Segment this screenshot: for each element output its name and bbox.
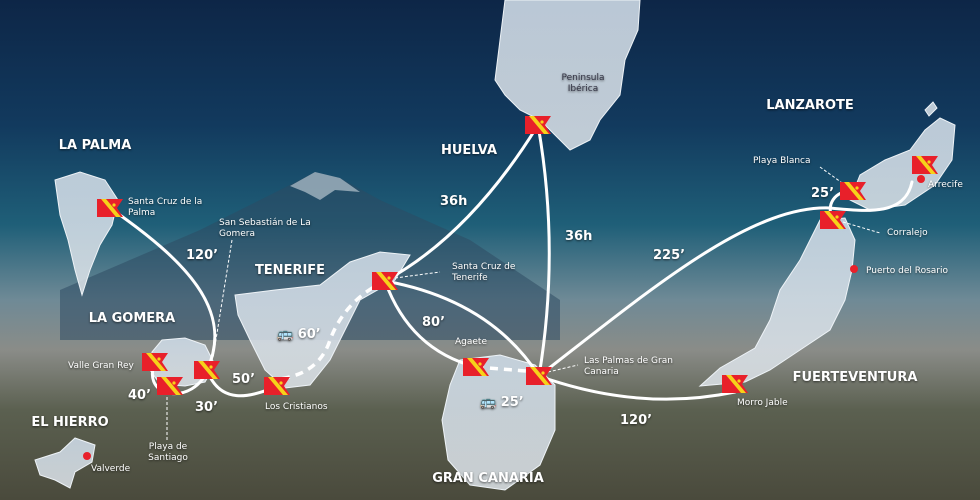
bus-duration: 🚌 25’	[480, 395, 524, 410]
ferry-flag-icon	[722, 375, 748, 393]
lanzarote-island	[849, 117, 956, 211]
bus-icon: 🚌	[480, 395, 497, 410]
city-dot-icon	[850, 265, 858, 273]
duration-label: 120’	[186, 248, 219, 263]
ferry-flag-icon	[526, 367, 552, 385]
island-label: LA GOMERA	[88, 311, 176, 326]
leader-lines	[166, 166, 881, 440]
duration-label: 30’	[195, 400, 219, 415]
island-label: HUELVA	[440, 143, 498, 158]
port-label: Arrecife	[928, 180, 963, 190]
duration-label: 40’	[128, 388, 152, 403]
bus-duration: 🚌 60’	[277, 327, 321, 342]
duration-label: 36h	[565, 229, 593, 244]
route-palma-gomera	[108, 206, 217, 372]
island-label: EL HIERRO	[31, 415, 109, 430]
duration-label: 36h	[440, 194, 468, 209]
island-label: LA PALMA	[58, 138, 132, 153]
duration-label: 25’	[500, 395, 524, 410]
duration-label: 80’	[422, 315, 446, 330]
island-label: TENERIFE	[254, 263, 326, 278]
el-hierro-island	[34, 437, 96, 489]
city-dot-icon	[917, 175, 925, 183]
port-label: Valle Gran Rey	[68, 361, 134, 371]
port-label: Playa de Santiago	[148, 442, 188, 463]
port-label: San Sebastián de La Gomera	[219, 218, 311, 239]
route-tenerife-huelva	[383, 123, 540, 283]
duration-label: 60’	[297, 327, 321, 342]
teide-snow	[290, 172, 360, 200]
route-gc-morro	[537, 374, 737, 401]
duration-label: 25’	[811, 186, 835, 201]
ferry-flag-icon	[194, 361, 220, 379]
port-label: Agaete	[455, 337, 487, 347]
port-label: Puerto del Rosario	[866, 266, 948, 276]
island-label: GRAN CANARIA	[432, 471, 544, 486]
port-label: Santa Cruz de Tenerife	[452, 262, 516, 283]
alegranza-islet	[924, 101, 938, 117]
duration-label: 120’	[620, 413, 653, 428]
port-label: Las Palmas de Gran Canaria	[584, 356, 673, 377]
fuerteventura-island	[698, 217, 856, 387]
bus-icon: 🚌	[277, 327, 294, 342]
tenerife-island	[234, 251, 411, 389]
route-tenerife-gc	[383, 279, 541, 378]
port-label: Peninsula Ibérica	[561, 73, 605, 94]
teide-mountain	[60, 172, 560, 340]
iberia-landmass	[494, 0, 641, 151]
port-label: Corralejo	[887, 228, 928, 238]
port-label: Los Cristianos	[265, 402, 328, 412]
island-label: LANZAROTE	[766, 98, 854, 113]
ferry-flag-icon	[97, 199, 123, 217]
route-gc-lanzarote	[537, 180, 914, 378]
route-tenerife-agaete	[383, 279, 478, 369]
port-label: Valverde	[91, 464, 131, 474]
bus-route-gc	[475, 365, 540, 374]
city-dot-icon	[83, 452, 91, 460]
duration-label: 50’	[232, 372, 256, 387]
island-label: FUERTEVENTURA	[792, 370, 918, 385]
port-label: Playa Blanca	[753, 156, 811, 166]
duration-label: 225’	[653, 248, 686, 263]
port-label: Morro Jable	[737, 398, 788, 408]
bus-routes	[267, 279, 540, 382]
port-label: Santa Cruz de la Palma	[128, 197, 203, 218]
route-huelva-gc	[536, 123, 551, 378]
